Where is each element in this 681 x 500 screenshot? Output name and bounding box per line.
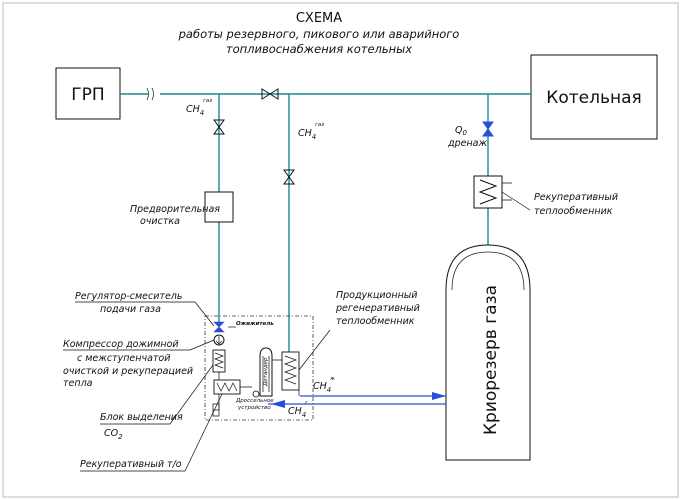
compressor-label-1: Компрессор дожимной bbox=[63, 339, 179, 350]
co2-block-label-2: CO2 bbox=[104, 428, 123, 441]
left-branch-valve bbox=[213, 119, 225, 135]
arrow-liquid bbox=[432, 392, 446, 400]
recuperative-hx-label-1: Рекуперативный bbox=[534, 192, 618, 203]
regulator-label-1: Регулятор-смеситель bbox=[75, 291, 182, 302]
product-hx-label-3: теплообменник bbox=[336, 316, 415, 327]
recuperative-to-leader bbox=[80, 393, 223, 472]
liquefaction-unit-boundary bbox=[204, 315, 314, 421]
product-hx-pipes bbox=[272, 359, 300, 396]
boiler-block bbox=[530, 54, 658, 140]
title-line-3: топливоснабжения котельных bbox=[226, 42, 412, 56]
arrow-gas bbox=[271, 400, 285, 408]
ch4-gas-sup-2: газ bbox=[315, 122, 324, 128]
boiler-label: Котельная bbox=[546, 88, 641, 108]
compressor-leader bbox=[63, 339, 215, 351]
grp-label: ГРП bbox=[71, 85, 104, 105]
co2-block-coil bbox=[214, 352, 224, 369]
main-line-valve bbox=[261, 88, 279, 100]
expander-label: Детандер bbox=[263, 357, 269, 387]
liquefier-label: Ожижитель bbox=[236, 321, 274, 327]
throttle-device bbox=[252, 390, 260, 398]
co2-block-label-1: Блок выделения bbox=[100, 412, 183, 423]
recuperative-hx-leader bbox=[501, 191, 531, 211]
title-line-2: работы резервного, пикового или аварийно… bbox=[178, 27, 460, 41]
ch4-gas-sup: газ bbox=[203, 98, 212, 104]
recuperative-hx-pipes bbox=[502, 182, 512, 201]
title-line-1: СХЕМА bbox=[296, 11, 342, 26]
unit-internal-pipe-1 bbox=[213, 372, 252, 411]
drain-valve bbox=[482, 121, 494, 137]
ch4-gas-label: CH4 bbox=[186, 104, 204, 117]
product-hx-label-2: регенеративный bbox=[335, 303, 420, 314]
tank-label: Криорезерв газа bbox=[481, 285, 501, 435]
bottom-recuperative-to-coil bbox=[216, 382, 238, 392]
throttle-label-2: устройство bbox=[237, 405, 271, 411]
recuperative-hx-label-2: теплообменник bbox=[534, 206, 613, 217]
recuperative-hx-coil bbox=[478, 179, 498, 205]
compressor-label-2: с межступенчатой bbox=[77, 353, 170, 364]
drain-label: дренаж bbox=[447, 138, 487, 149]
recuperative-to-label: Рекуперативный т/о bbox=[80, 459, 182, 470]
regulator-label-2: подачи газа bbox=[100, 304, 161, 315]
q0-label: Q0 bbox=[455, 125, 467, 137]
recuperative-hx-box bbox=[473, 175, 503, 209]
throttle-label-1: Дроссельное bbox=[235, 398, 274, 404]
middle-branch-valve bbox=[283, 169, 295, 185]
ch4-gas-bottom-label: CH4 bbox=[288, 406, 306, 419]
compressor-label-3: очисткой и рекуперацией bbox=[63, 366, 193, 377]
ch4-liquid-sup: ж bbox=[329, 376, 335, 382]
product-hx-leader bbox=[298, 329, 331, 371]
product-hx-label-1: Продукционный bbox=[336, 290, 417, 301]
tank-inner-curve bbox=[451, 251, 525, 291]
ch4-gas-label-2: CH4 bbox=[298, 128, 316, 141]
precleaning-label-2: очистка bbox=[140, 216, 180, 227]
precleaning-box bbox=[204, 191, 234, 223]
liquefier-vessel bbox=[259, 347, 273, 397]
precleaning-label-1: Предворительная bbox=[130, 204, 220, 215]
co2-block-leader bbox=[100, 364, 214, 425]
co2-block bbox=[212, 349, 226, 373]
product-hx-coil bbox=[283, 355, 298, 385]
regulator-mixer bbox=[213, 321, 225, 333]
line-break-symbol bbox=[146, 87, 154, 101]
ch4-liquid-label: CH4 bbox=[313, 381, 331, 394]
compressor-arrows bbox=[215, 336, 223, 345]
regulator-leader bbox=[75, 301, 215, 327]
cryo-tank bbox=[445, 244, 531, 461]
liquefier-inner bbox=[262, 356, 270, 392]
compressor-label-4: тепла bbox=[63, 378, 93, 389]
ch4-gas-bottom-sup: г bbox=[305, 400, 308, 406]
